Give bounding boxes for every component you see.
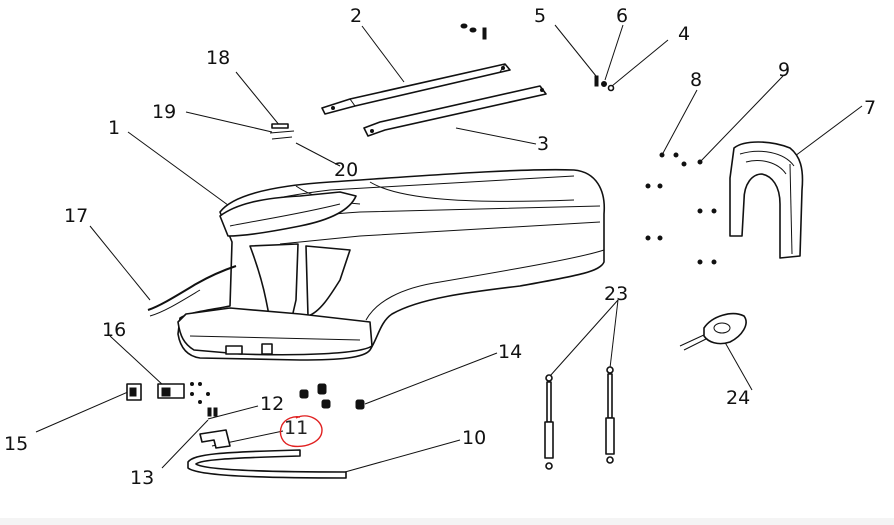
callout-labels: 1 2 3 4 5 6 7 8 9 10 11 12 13 14 15 16 1… bbox=[4, 5, 876, 489]
key-24 bbox=[679, 312, 747, 351]
callout-12: 12 bbox=[260, 393, 284, 415]
callout-8: 8 bbox=[690, 69, 702, 91]
bracket-15 bbox=[126, 383, 142, 401]
callout-7: 7 bbox=[864, 97, 876, 119]
main-cover-1 bbox=[177, 168, 606, 361]
support-bar-2 bbox=[321, 63, 511, 115]
callout-18: 18 bbox=[206, 47, 230, 69]
clips-18-19-20 bbox=[269, 123, 295, 140]
callout-4: 4 bbox=[678, 23, 690, 45]
callout-24: 24 bbox=[726, 387, 750, 409]
callout-9: 9 bbox=[778, 59, 790, 81]
fasteners-8-9 bbox=[645, 152, 717, 265]
cable-17 bbox=[147, 265, 237, 317]
seal-strip-10 bbox=[187, 449, 347, 479]
bottom-scroll-strip bbox=[0, 518, 894, 525]
callout-11: 11 bbox=[284, 417, 308, 439]
rear-frame-7 bbox=[729, 141, 804, 259]
gas-struts-23 bbox=[544, 366, 615, 470]
callout-13: 13 bbox=[130, 467, 154, 489]
callout-14: 14 bbox=[498, 341, 522, 363]
callout-23: 23 bbox=[604, 283, 628, 305]
callout-5: 5 bbox=[534, 5, 546, 27]
callout-19: 19 bbox=[152, 101, 176, 123]
bolt-set-top bbox=[460, 23, 487, 40]
callout-17: 17 bbox=[64, 205, 88, 227]
callout-1: 1 bbox=[108, 117, 120, 139]
callout-3: 3 bbox=[537, 133, 549, 155]
callout-15: 15 bbox=[4, 433, 28, 455]
screws-4-5-6 bbox=[594, 75, 615, 92]
bracket-13 bbox=[199, 407, 231, 449]
callout-2: 2 bbox=[350, 5, 362, 27]
bracket-16 bbox=[157, 382, 210, 404]
callout-16: 16 bbox=[102, 319, 126, 341]
highlight-circle bbox=[279, 415, 323, 448]
callout-10: 10 bbox=[462, 427, 486, 449]
support-bar-3 bbox=[363, 85, 547, 137]
callout-6: 6 bbox=[616, 5, 628, 27]
bushings-14 bbox=[299, 383, 365, 410]
callout-20: 20 bbox=[334, 159, 358, 181]
